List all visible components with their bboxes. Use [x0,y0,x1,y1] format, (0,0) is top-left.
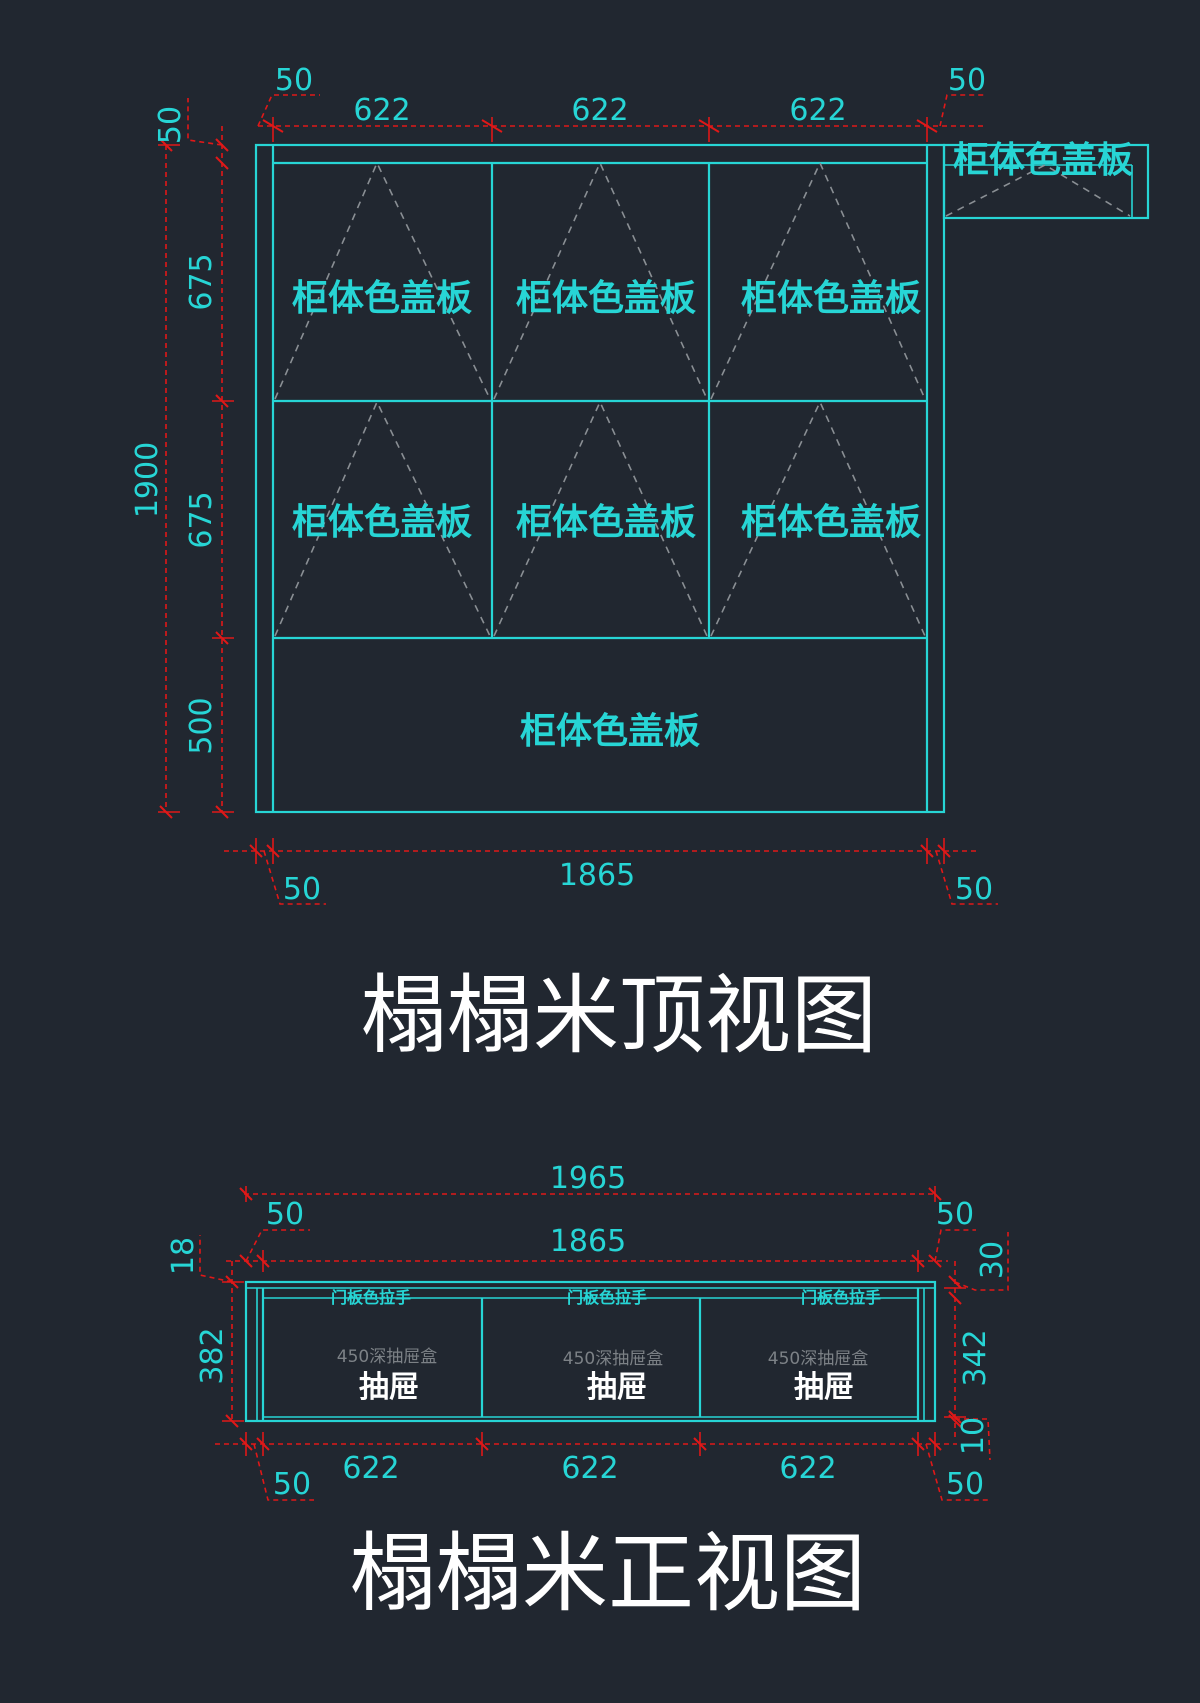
top-dim-row-3: 500 [184,697,219,754]
front-drawer-label-2: 抽屉 [587,1370,647,1405]
front-dim-overall: 1965 [550,1161,626,1196]
top-dim-width-2: 622 [571,93,628,128]
front-handle-note-1: 门板色拉手 [331,1288,411,1307]
front-dim-inner: 1865 [550,1224,626,1259]
front-drawer-label-3: 抽屉 [794,1370,854,1405]
top-panel-label-6: 柜体色盖板 [741,502,921,543]
front-dim-bottom-width-2: 622 [561,1451,618,1486]
front-dim-right-height: 342 [958,1329,993,1386]
top-panel-label-3: 柜体色盖板 [741,278,921,319]
front-dim-top-right-offset: 50 [936,1197,974,1232]
top-view-outer-frame [254,143,946,814]
front-dim-left-top: 18 [166,1237,201,1275]
top-view-opening-marks [274,161,1131,637]
front-dim-bottom-width-1: 622 [342,1451,399,1486]
top-panel-label-7: 柜体色盖板 [520,711,700,752]
front-handle-note-2: 门板色拉手 [567,1288,647,1307]
front-dim-right-bottom: 10 [956,1417,991,1455]
top-panel-label-1: 柜体色盖板 [292,278,472,319]
top-dim-right-offset: 50 [948,63,986,98]
front-view-title: 榻榻米正视图 [350,1524,866,1624]
top-panel-label-8: 柜体色盖板 [953,140,1133,181]
front-drawer-label-1: 抽屉 [359,1370,419,1405]
front-dim-bottom-width-3: 622 [779,1451,836,1486]
front-dim-bottom-left: 50 [273,1467,311,1502]
top-view-bottom-dimension [224,838,998,905]
top-view-title: 榻榻米顶视图 [361,966,877,1066]
front-drawer-note-1: 450深抽屉盒 [337,1347,437,1367]
front-view-right-dimension [944,1232,1009,1461]
top-dim-left-top: 50 [153,106,188,144]
top-panel-label-4: 柜体色盖板 [292,502,472,543]
front-view-left-dimension [199,1235,244,1428]
top-dim-left-offset: 50 [275,63,313,98]
front-drawer-note-3: 450深抽屉盒 [768,1349,868,1369]
front-dim-bottom-right: 50 [946,1467,984,1502]
top-panel-label-2: 柜体色盖板 [516,278,696,319]
top-dim-bottom-left: 50 [283,872,321,907]
front-view-outer-frame [244,1280,937,1423]
top-dim-total-height: 1900 [130,442,165,518]
front-view-inner-dimension [226,1229,976,1272]
top-dim-width-1: 622 [353,93,410,128]
top-dim-bottom-right: 50 [955,872,993,907]
front-dim-top-left-offset: 50 [266,1197,304,1232]
top-view-side-flap [942,143,1150,220]
front-drawer-note-2: 450深抽屉盒 [563,1349,663,1369]
top-view: 柜体色盖板 柜体色盖板 柜体色盖板 柜体色盖板 柜体色盖板 柜体色盖板 柜体色盖… [130,63,1150,1066]
front-view-bottom-dimension [215,1432,988,1501]
front-view-overall-dimension [239,1186,942,1202]
top-dim-width-3: 622 [789,93,846,128]
top-panel-label-5: 柜体色盖板 [516,502,696,543]
front-handle-note-3: 门板色拉手 [801,1288,881,1307]
top-dim-bottom-total: 1865 [559,858,635,893]
top-dim-row-1: 675 [184,253,219,310]
top-view-top-dimension [257,94,985,142]
top-dim-row-2: 675 [184,491,219,548]
top-view-left-dimension [158,98,234,819]
front-dim-left-height: 382 [195,1327,230,1384]
front-view: 门板色拉手 门板色拉手 门板色拉手 450深抽屉盒 450深抽屉盒 450深抽屉… [166,1161,1010,1624]
front-dim-right-top: 30 [975,1241,1010,1279]
